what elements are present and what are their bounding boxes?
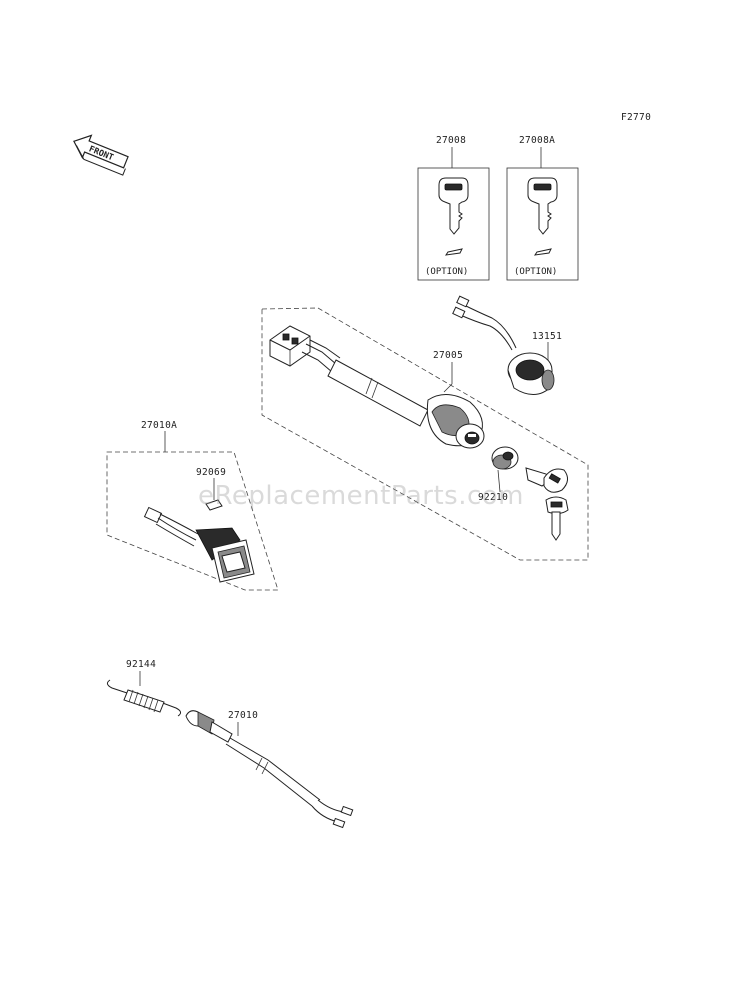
option-label-a: (OPTION)	[425, 267, 468, 277]
watermark: eReplacementParts.com	[198, 481, 524, 511]
ignition-group-outline	[261, 307, 589, 561]
key-icon	[527, 177, 558, 256]
nut-92210[interactable]: 92210	[478, 446, 519, 503]
part-label-92069: 92069	[196, 467, 226, 478]
diagram-code: F2770	[621, 112, 651, 123]
part-label-27005: 27005	[433, 350, 463, 361]
clip-icon	[205, 499, 223, 511]
cable-27010[interactable]: 27010	[185, 710, 354, 829]
part-label-27010: 27010	[228, 710, 258, 721]
key-set-icon	[525, 467, 569, 541]
key-blank-27008a[interactable]: 27008A (OPTION)	[506, 135, 579, 281]
plug-connector-icon	[269, 325, 311, 367]
part-label-13151: 13151	[532, 331, 562, 342]
connector-13151[interactable]: 13151	[452, 295, 562, 395]
part-label-92144: 92144	[126, 659, 156, 670]
coil-spring-icon	[123, 689, 165, 713]
key-icon	[438, 177, 469, 256]
option-label-b: (OPTION)	[514, 267, 557, 277]
ignition-switch-27005[interactable]: 27005	[269, 325, 485, 449]
spring-92144[interactable]: 92144	[106, 659, 182, 717]
switch-assy-27010a[interactable]: 27010A 92069	[106, 420, 279, 591]
part-label-27008a: 27008A	[519, 135, 555, 146]
part-label-92210: 92210	[478, 492, 508, 503]
switch-assy-outline	[106, 451, 279, 591]
front-arrow-icon: FRONT	[73, 134, 129, 176]
key-blank-27008[interactable]: 27008 (OPTION)	[417, 135, 490, 281]
part-label-27008: 27008	[436, 135, 466, 146]
part-label-27010a: 27010A	[141, 420, 177, 431]
